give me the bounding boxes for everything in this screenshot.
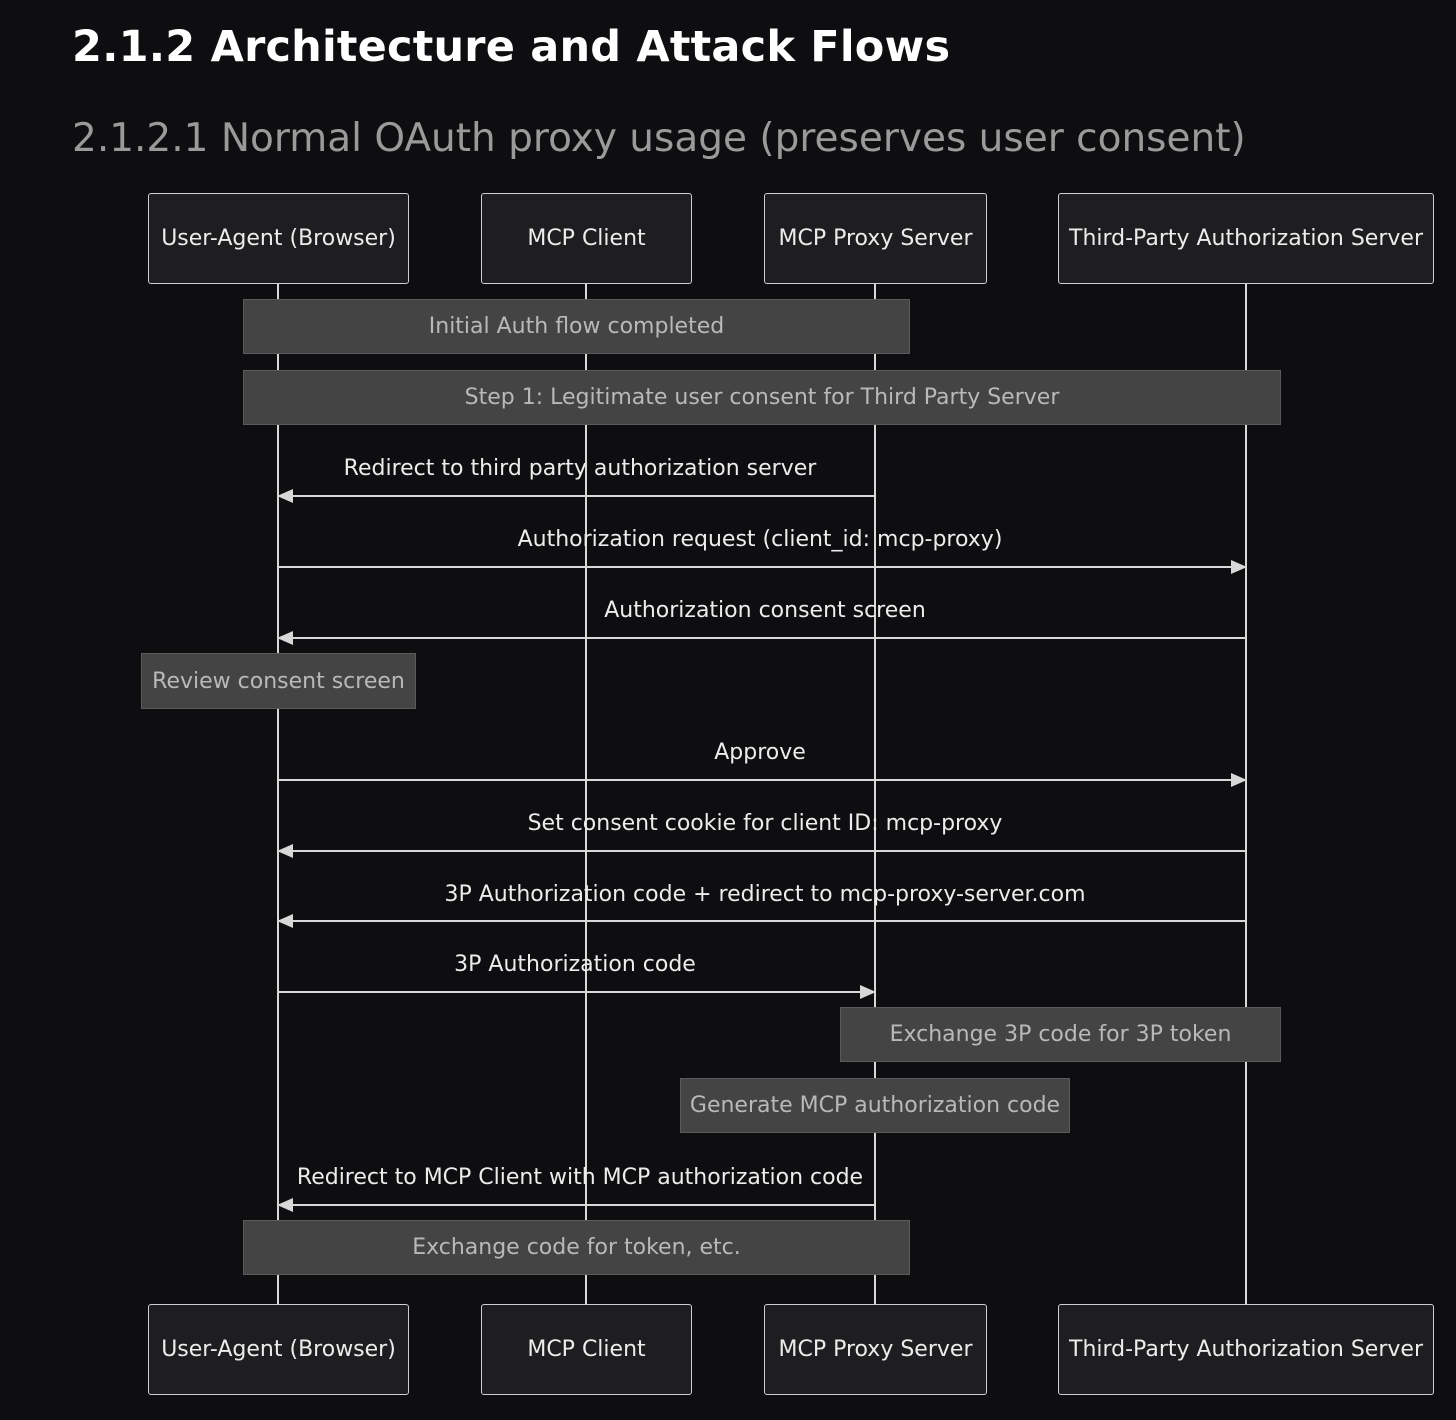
arrowhead [277,1198,293,1212]
note-step1: Step 1: Legitimate user consent for Thir… [243,370,1281,425]
arrowhead [277,844,293,858]
actor-third-party-top: Third-Party Authorization Server [1058,193,1434,284]
note-generate-mcp-code: Generate MCP authorization code [680,1078,1070,1133]
note-initial-auth: Initial Auth flow completed [243,299,910,354]
note-review-consent: Review consent screen [141,653,416,709]
actor-user-agent-bottom: User-Agent (Browser) [148,1304,409,1395]
message-arrow [277,1198,875,1212]
message-label: Approve [714,740,806,765]
arrowhead [277,631,293,645]
message-arrow [277,844,1246,858]
message-arrow [279,773,1247,787]
message-label: Redirect to third party authorization se… [343,456,817,481]
message-label: Authorization request (client_id: mcp-pr… [517,527,1003,552]
arrowhead [860,985,876,999]
actor-third-party-bottom: Third-Party Authorization Server [1058,1304,1434,1395]
lifeline-mcp-client [585,284,587,1304]
actor-mcp-proxy-top: MCP Proxy Server [764,193,987,284]
note-exchange-3p-code: Exchange 3P code for 3P token [840,1007,1281,1062]
message-arrow [279,560,1247,574]
section-heading: 2.1.2 Architecture and Attack Flows [72,22,951,72]
arrowhead [1231,773,1247,787]
actor-mcp-client-bottom: MCP Client [481,1304,692,1395]
message-arrow [279,985,876,999]
lifeline-third-party [1245,284,1247,1304]
message-label: Redirect to MCP Client with MCP authoriz… [296,1165,864,1190]
message-label: 3P Authorization code + redirect to mcp-… [444,882,1086,907]
message-label: Set consent cookie for client ID: mcp-pr… [527,811,1003,836]
actor-mcp-proxy-bottom: MCP Proxy Server [764,1304,987,1395]
message-label: 3P Authorization code [454,952,696,977]
actor-mcp-client-top: MCP Client [481,193,692,284]
message-arrow [277,489,875,503]
message-arrow [277,631,1246,645]
message-label: Authorization consent screen [604,598,926,623]
arrowhead [277,489,293,503]
note-exchange-token: Exchange code for token, etc. [243,1220,910,1275]
arrowhead [277,914,293,928]
actor-user-agent-top: User-Agent (Browser) [148,193,409,284]
lifeline-user-agent [277,284,279,1304]
subsection-heading: 2.1.2.1 Normal OAuth proxy usage (preser… [72,116,1246,161]
lifeline-mcp-proxy [874,284,876,1304]
message-arrow [277,914,1246,928]
arrowhead [1231,560,1247,574]
